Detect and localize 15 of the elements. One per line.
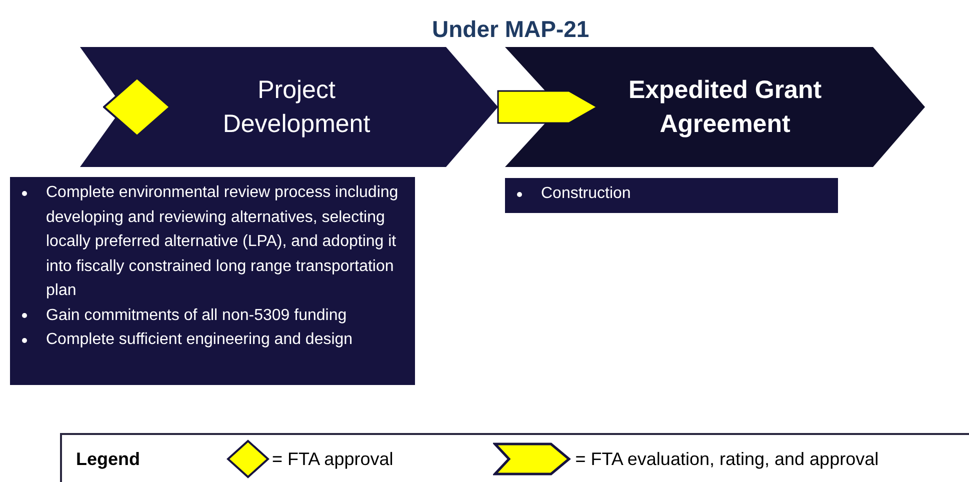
chevron-shape [505,47,925,167]
stage-title: Expedited Grant Agreement [627,75,823,140]
bullet-item: Complete sufficient engineering and design [46,330,353,350]
bullet-item: Complete environmental review process including developing and reviewing alternatives, selecting locally preferred alternative (LPA), and adopting it into fiscally constrained long range transportation plan [46,183,400,301]
legend-text: = FTA approval [272,448,394,471]
chevron-shape [80,47,498,167]
bullet-item: Construction [541,184,631,204]
approval-diamond [103,77,171,137]
legend-text: = FTA evaluation, rating, and approval [575,448,879,471]
text-panel [505,178,838,213]
stage-title: Project Development [222,75,372,140]
text-panel [10,177,415,385]
bullet-item: Gain commitments of all non-5309 funding [46,306,347,326]
diagram-title: Under MAP-21 [432,15,590,44]
legend-heading: Legend [76,448,142,471]
